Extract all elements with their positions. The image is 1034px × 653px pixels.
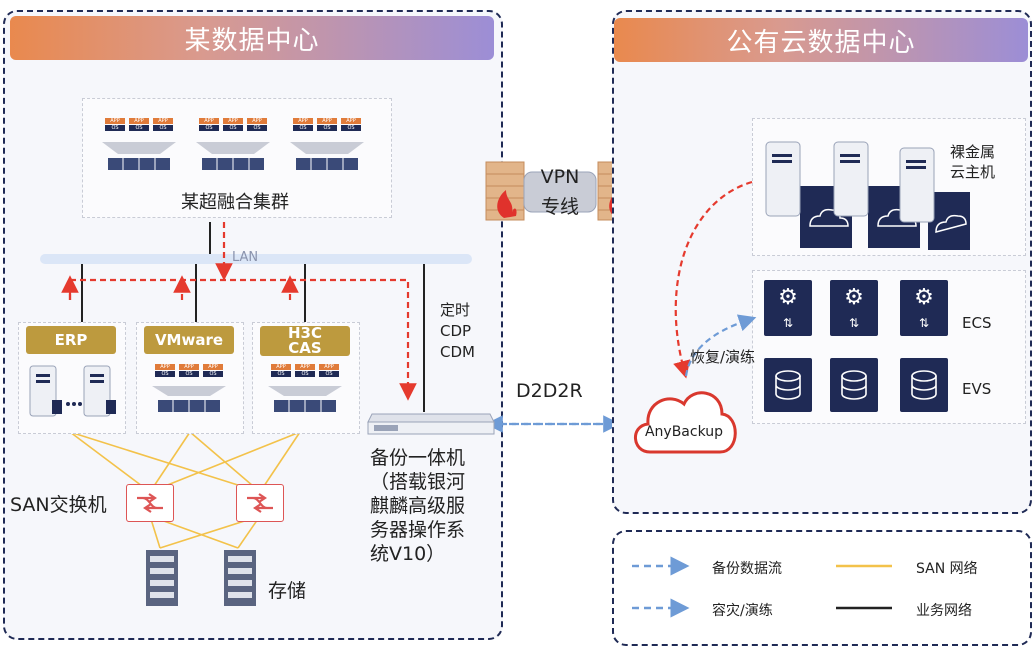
- server-base-icon: [196, 142, 270, 170]
- os-chip: OS: [155, 371, 175, 377]
- app-chip: APP: [199, 118, 219, 124]
- os-chip: OS: [203, 371, 223, 377]
- ecs-label: ECS: [962, 314, 992, 332]
- os-chip: OS: [293, 125, 313, 131]
- restore-drill-label: 恢复/演练: [690, 348, 756, 366]
- server-base-icon: [102, 142, 176, 170]
- switch-arrows-icon: [247, 493, 273, 513]
- os-chip: OS: [153, 125, 173, 131]
- app-chip: APP: [293, 118, 313, 124]
- app-chip: APP: [203, 364, 223, 370]
- app-chip: APP: [247, 118, 267, 124]
- anybackup-cloud-icon: [634, 391, 737, 454]
- right-datacenter-title: 公有云数据中心: [614, 18, 1028, 62]
- san-switch-2: [236, 484, 284, 522]
- d2d2r-label: D2D2R: [516, 380, 583, 402]
- lan-label: LAN: [232, 250, 259, 265]
- backup-appliance-icon: [367, 413, 495, 435]
- database-cloud-icon: [775, 370, 801, 400]
- san-switch-1: [126, 484, 174, 522]
- app-chip: APP: [317, 118, 337, 124]
- storage-icon-2: [224, 550, 256, 606]
- backup-schedule-label: 定时 CDP CDM: [440, 301, 475, 361]
- lan-bar: [40, 254, 472, 264]
- os-chip: OS: [247, 125, 267, 131]
- server-base-icon: [268, 386, 342, 412]
- app-chip: APP: [319, 364, 339, 370]
- app-chip: APP: [295, 364, 315, 370]
- left-datacenter-title: 某数据中心: [10, 16, 494, 60]
- os-chip: OS: [317, 125, 337, 131]
- switch-arrows-icon: [137, 493, 163, 513]
- app-chip: APP: [223, 118, 243, 124]
- os-chip: OS: [199, 125, 219, 131]
- os-chip: OS: [341, 125, 361, 131]
- cluster-label: 某超融合集群: [181, 192, 289, 213]
- server-base-icon: [152, 386, 226, 412]
- legend-business-network: 业务网络: [916, 603, 972, 619]
- legend-backup-flow: 备份数据流: [712, 561, 782, 577]
- storage-label: 存储: [268, 580, 307, 602]
- legend-dr-drill: 容灾/演练: [712, 603, 773, 619]
- ecs-icon-1: ⚙⇅: [764, 280, 812, 336]
- vpn-line2: 专线: [540, 196, 579, 218]
- bare-metal-label: 裸金属 云主机: [950, 143, 996, 181]
- backup-appliance-label: 备份一体机 （搭载银河 麒麟高级服 务器操作系 统V10）: [370, 447, 466, 565]
- vpn-pipe-icon: [523, 171, 597, 213]
- firewall-left-icon: [485, 161, 525, 221]
- os-chip: OS: [271, 371, 291, 377]
- storage-icon-1: [146, 550, 178, 606]
- database-cloud-icon: [911, 370, 937, 400]
- bare-metal-hosts: [760, 134, 970, 250]
- cloud-host-icons: [765, 141, 970, 250]
- legend-san-network: SAN 网络: [916, 561, 978, 577]
- app-chip: APP: [341, 118, 361, 124]
- os-chip: OS: [179, 371, 199, 377]
- os-chip: OS: [129, 125, 149, 131]
- h3c-cas-label: H3C CAS: [260, 326, 350, 356]
- app-chip: APP: [271, 364, 291, 370]
- os-chip: OS: [295, 371, 315, 377]
- os-chip: OS: [319, 371, 339, 377]
- evs-icon-2: [830, 358, 878, 412]
- app-chip: APP: [179, 364, 199, 370]
- os-chip: OS: [105, 125, 125, 131]
- server-base-icon: [290, 142, 364, 170]
- evs-icon-1: [764, 358, 812, 412]
- evs-label: EVS: [962, 380, 992, 398]
- vpn-line1: VPN: [540, 166, 580, 188]
- anybackup-label: AnyBackup: [644, 424, 724, 440]
- ecs-icon-2: ⚙⇅: [830, 280, 878, 336]
- legend-panel: [612, 530, 1032, 646]
- vmware-label: VMware: [144, 326, 234, 354]
- database-cloud-icon: [841, 370, 867, 400]
- erp-server-icon: [29, 365, 116, 417]
- san-switch-label: SAN交换机: [10, 494, 107, 516]
- app-chip: APP: [153, 118, 173, 124]
- app-chip: APP: [155, 364, 175, 370]
- app-chip: APP: [105, 118, 125, 124]
- os-chip: OS: [223, 125, 243, 131]
- app-chip: APP: [129, 118, 149, 124]
- evs-icon-3: [900, 358, 948, 412]
- ecs-icon-3: ⚙⇅: [900, 280, 948, 336]
- erp-label: ERP: [26, 326, 116, 354]
